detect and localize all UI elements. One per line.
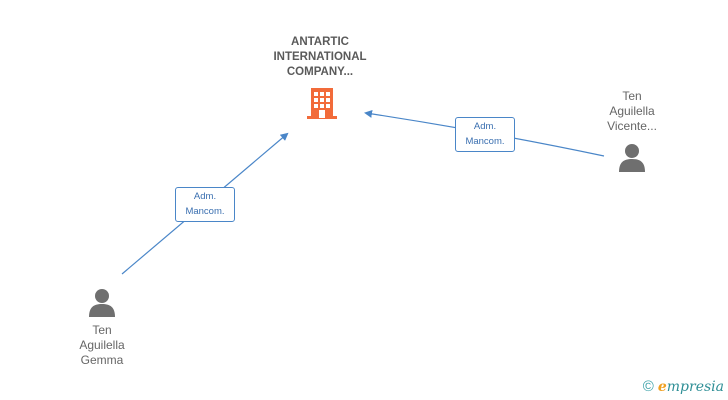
company-name[interactable]: ANTARTIC INTERNATIONAL COMPANY... bbox=[250, 35, 390, 80]
person-icon[interactable] bbox=[87, 288, 117, 318]
relation-label-line: Mancom. bbox=[185, 206, 225, 217]
relation-label-vicente[interactable]: Adm. Mancom. bbox=[455, 117, 515, 152]
relation-label-line: Adm. bbox=[193, 191, 217, 202]
brand-rest: mpresia bbox=[666, 379, 724, 395]
relation-label-line: Mancom. bbox=[465, 136, 505, 147]
person-icon[interactable] bbox=[617, 143, 647, 173]
person-name-vicente[interactable]: Ten Aguilella Vicente... bbox=[590, 89, 674, 134]
person-name-line: Vicente... bbox=[607, 119, 657, 133]
company-name-line: INTERNATIONAL bbox=[273, 51, 367, 63]
person-name-line: Gemma bbox=[80, 353, 124, 367]
person-name-line: Aguilella bbox=[79, 338, 125, 352]
relation-label-line: Adm. bbox=[473, 121, 497, 132]
company-name-line: COMPANY... bbox=[286, 66, 354, 78]
empresia-watermark[interactable]: © empresia bbox=[643, 378, 724, 396]
person-name-line: Ten bbox=[622, 89, 642, 103]
company-name-line: ANTARTIC bbox=[291, 36, 349, 48]
brand-initial: e bbox=[657, 379, 667, 395]
person-name-gemma[interactable]: Ten Aguilella Gemma bbox=[60, 323, 144, 368]
copyright-icon: © bbox=[642, 378, 654, 395]
person-name-line: Ten bbox=[92, 323, 112, 337]
building-icon[interactable] bbox=[305, 86, 339, 120]
empresia-logo: empresia bbox=[658, 378, 724, 396]
relation-label-gemma[interactable]: Adm. Mancom. bbox=[175, 187, 235, 222]
person-name-line: Aguilella bbox=[609, 104, 655, 118]
